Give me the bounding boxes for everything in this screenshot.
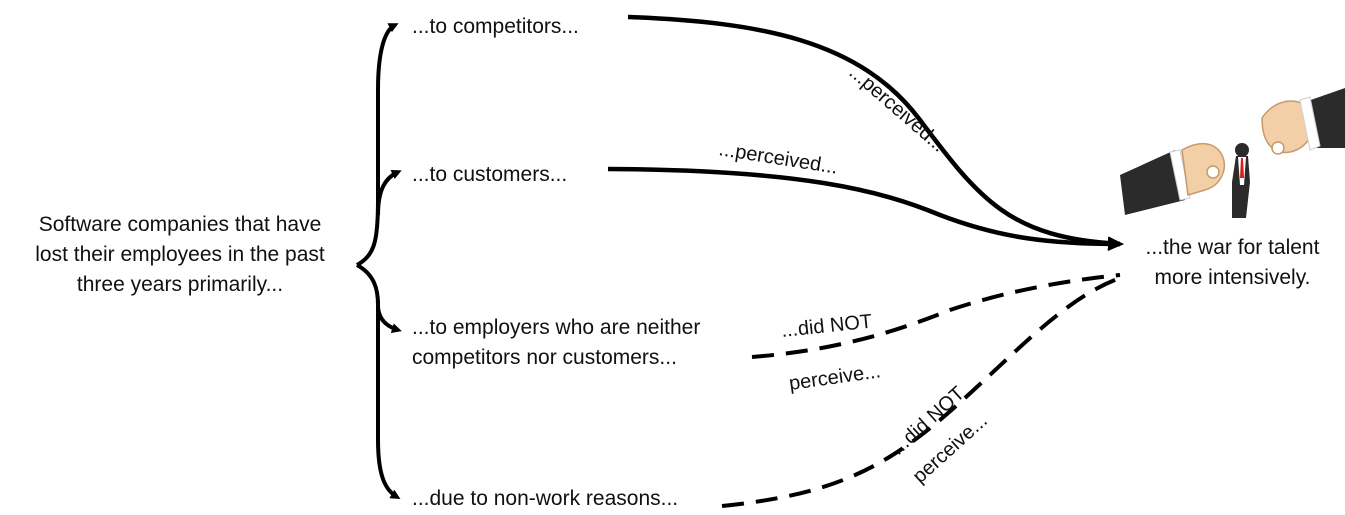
edge-label-competitors-perceived: ...perceived...: [845, 61, 950, 156]
branch-competitors: ...to competitors...: [412, 12, 579, 42]
source-label: Software companies that have lost their …: [0, 210, 360, 300]
target-line: more intensively.: [1154, 266, 1311, 289]
target-label: ...the war for talent more intensively.: [1120, 233, 1345, 293]
source-brace: [355, 23, 402, 500]
source-line: lost their employees in the past: [35, 243, 325, 266]
edge-label-other-did-not: ...did NOT: [780, 311, 873, 342]
source-line: three years primarily...: [76, 273, 284, 296]
source-line: Software companies that have: [38, 213, 322, 236]
edge-label-other-perceive: perceive...: [788, 360, 882, 395]
branch-line: competitors nor customers...: [412, 346, 677, 369]
branch-line: ...to customers...: [412, 163, 568, 186]
branch-customers: ...to customers...: [412, 160, 567, 190]
branch-line: ...to competitors...: [412, 15, 579, 38]
brace-arrow-customers: [376, 169, 402, 216]
target-line: ...the war for talent: [1145, 236, 1320, 259]
brace-arrow-competitors: [355, 23, 399, 267]
brace-arrow-non-work: [376, 300, 401, 500]
edge-non-work-did-not: [721, 276, 1121, 508]
branch-non-work: ...due to non-work reasons...: [412, 484, 678, 514]
branch-other-employers: ...to employers who are neither competit…: [412, 313, 700, 373]
hands-picking-businessman-icon: [1120, 88, 1345, 218]
edge-customers-perceived: [607, 166, 1124, 251]
edge-competitors-perceived: [627, 14, 1124, 251]
branch-line: ...due to non-work reasons...: [412, 487, 679, 510]
branch-line: ...to employers who are neither: [412, 316, 701, 339]
edge-other-did-not: [751, 273, 1121, 359]
